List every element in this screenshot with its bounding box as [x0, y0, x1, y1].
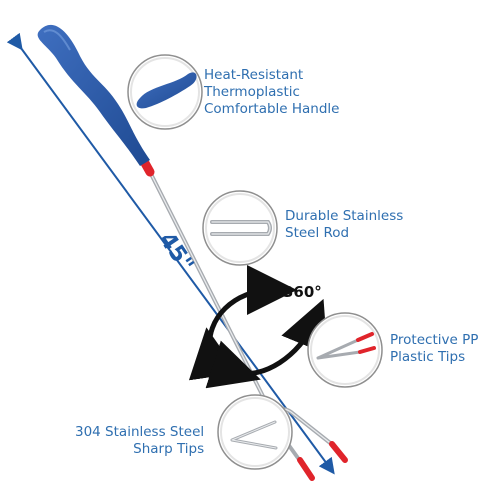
blue-handle [37, 24, 150, 167]
handle-feature-label: Heat-Resistant Thermoplastic Comfortable… [204, 67, 340, 118]
rod-label-line: Durable Stainless [285, 208, 404, 224]
handle-label-line: Thermoplastic [204, 84, 300, 100]
callout-rod [202, 190, 278, 266]
callout-sharp-tips [217, 394, 293, 470]
handle-label-line: Comfortable Handle [204, 101, 340, 117]
red-tip-left [297, 457, 315, 481]
rotation-arrows [188, 265, 328, 389]
pp-label-line: Plastic Tips [390, 349, 466, 365]
sharp-label-line: Sharp Tips [133, 441, 205, 457]
rod-feature-label: Durable Stainless Steel Rod [285, 208, 403, 242]
sharp-tips-feature-label: 304 Stainless Steel Sharp Tips [75, 424, 204, 458]
length-measure-line [6, 32, 335, 475]
handle-label-line: Heat-Resistant [204, 67, 304, 83]
rod-label-line: Steel Rod [285, 225, 350, 241]
rotation-label: 360° [283, 283, 322, 301]
sharp-label-line: 304 Stainless Steel [75, 424, 205, 440]
pp-label-line: Protective PP [390, 332, 479, 348]
pp-tips-feature-label: Protective PP Plastic Tips [390, 332, 478, 366]
callout-pp-tips [307, 312, 383, 388]
callout-handle [127, 54, 203, 130]
red-tip-right [329, 441, 348, 463]
